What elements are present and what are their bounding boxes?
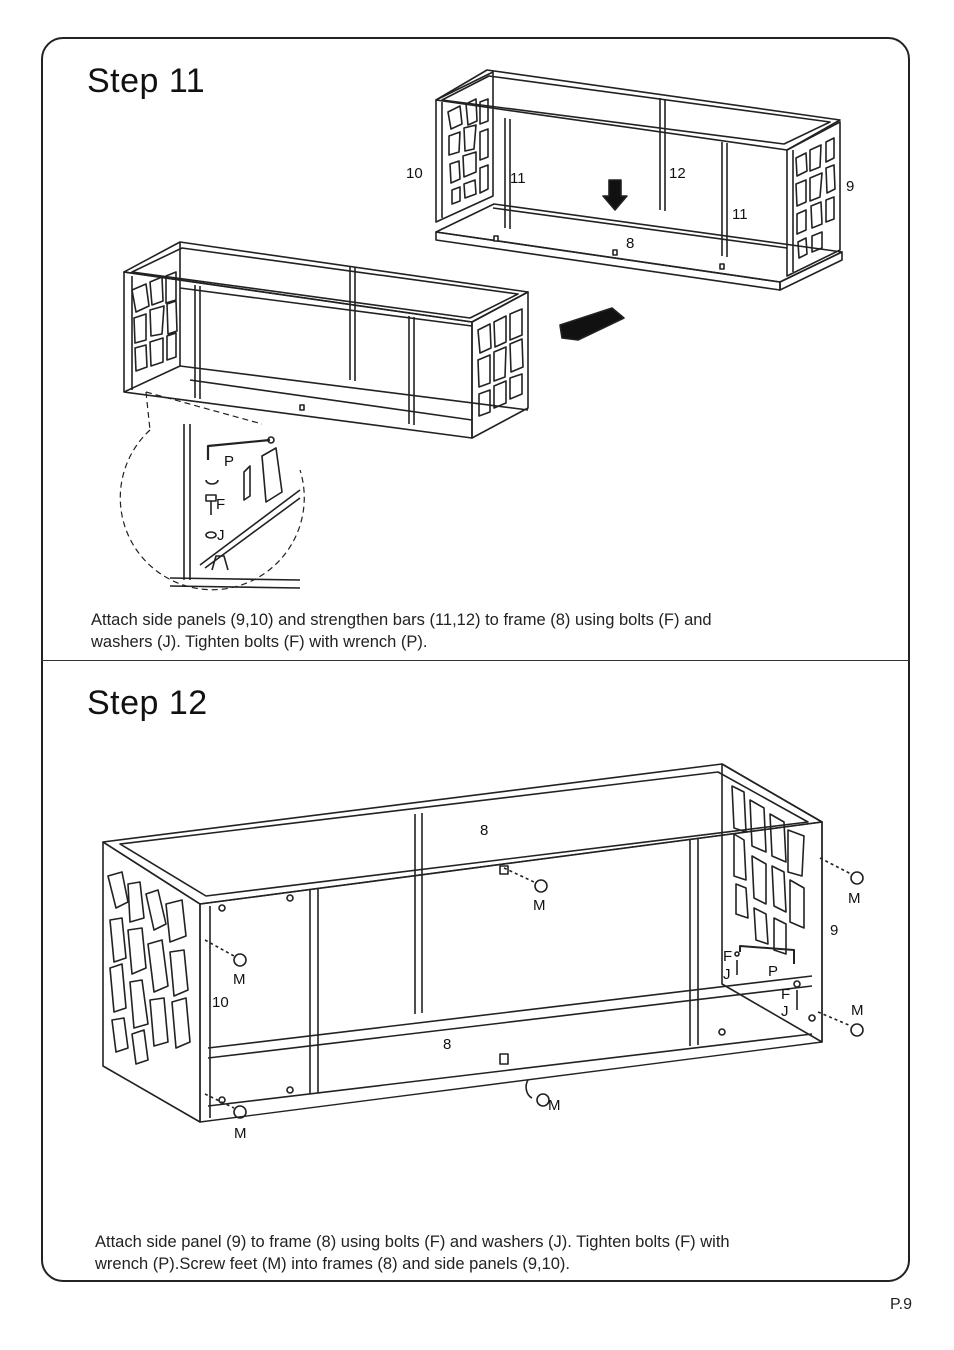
step-11-title: Step 11: [87, 62, 206, 100]
label-frame-8-top: 8: [480, 822, 488, 839]
label-bolt-f: F: [216, 496, 225, 513]
label-bolt-f: F: [723, 948, 732, 965]
step-12-caption-line-2: wrench (P).Screw feet (M) into frames (8…: [95, 1255, 571, 1273]
label-foot-m: M: [233, 971, 246, 988]
step-11-caption-line-2: washers (J). Tighten bolts (F) with wren…: [91, 633, 428, 651]
page-number: P.9: [890, 1296, 912, 1313]
step-12-title: Step 12: [87, 684, 208, 722]
label-frame-8: 8: [626, 235, 634, 252]
label-bar-11-b: 11: [732, 206, 748, 223]
label-bar-11-a: 11: [510, 170, 526, 187]
label-panel-10: 10: [406, 165, 423, 182]
label-wrench-p: P: [768, 963, 778, 980]
label-foot-m: M: [234, 1125, 247, 1142]
label-washer-j: J: [217, 527, 225, 544]
step11-exploded-frame: [435, 69, 843, 291]
label-panel-10: 10: [212, 994, 229, 1011]
step12-assembled-frame: [102, 763, 864, 1123]
label-washer-j: J: [723, 966, 731, 983]
label-foot-m: M: [548, 1097, 561, 1114]
label-foot-m: M: [533, 897, 546, 914]
label-bolt-f: F: [781, 986, 790, 1003]
label-panel-9: 9: [846, 178, 854, 195]
page-border: [41, 37, 910, 1282]
step-divider: [41, 660, 910, 661]
step-11-caption: Attach side panels (9,10) and strengthen…: [91, 609, 851, 653]
label-frame-8-front: 8: [443, 1036, 451, 1053]
label-foot-m: M: [851, 1002, 864, 1019]
label-panel-9: 9: [830, 922, 838, 939]
step11-detail-view: [119, 391, 305, 591]
step-11-caption-line-1: Attach side panels (9,10) and strengthen…: [91, 611, 712, 629]
label-washer-j: J: [781, 1003, 789, 1020]
step-12-caption-line-1: Attach side panel (9) to frame (8) using…: [95, 1233, 730, 1251]
step11-assembled-frame: [123, 241, 625, 439]
label-foot-m: M: [848, 890, 861, 907]
label-bar-12: 12: [669, 165, 686, 182]
step-12-caption: Attach side panel (9) to frame (8) using…: [95, 1231, 855, 1275]
label-wrench-p: P: [224, 453, 234, 470]
